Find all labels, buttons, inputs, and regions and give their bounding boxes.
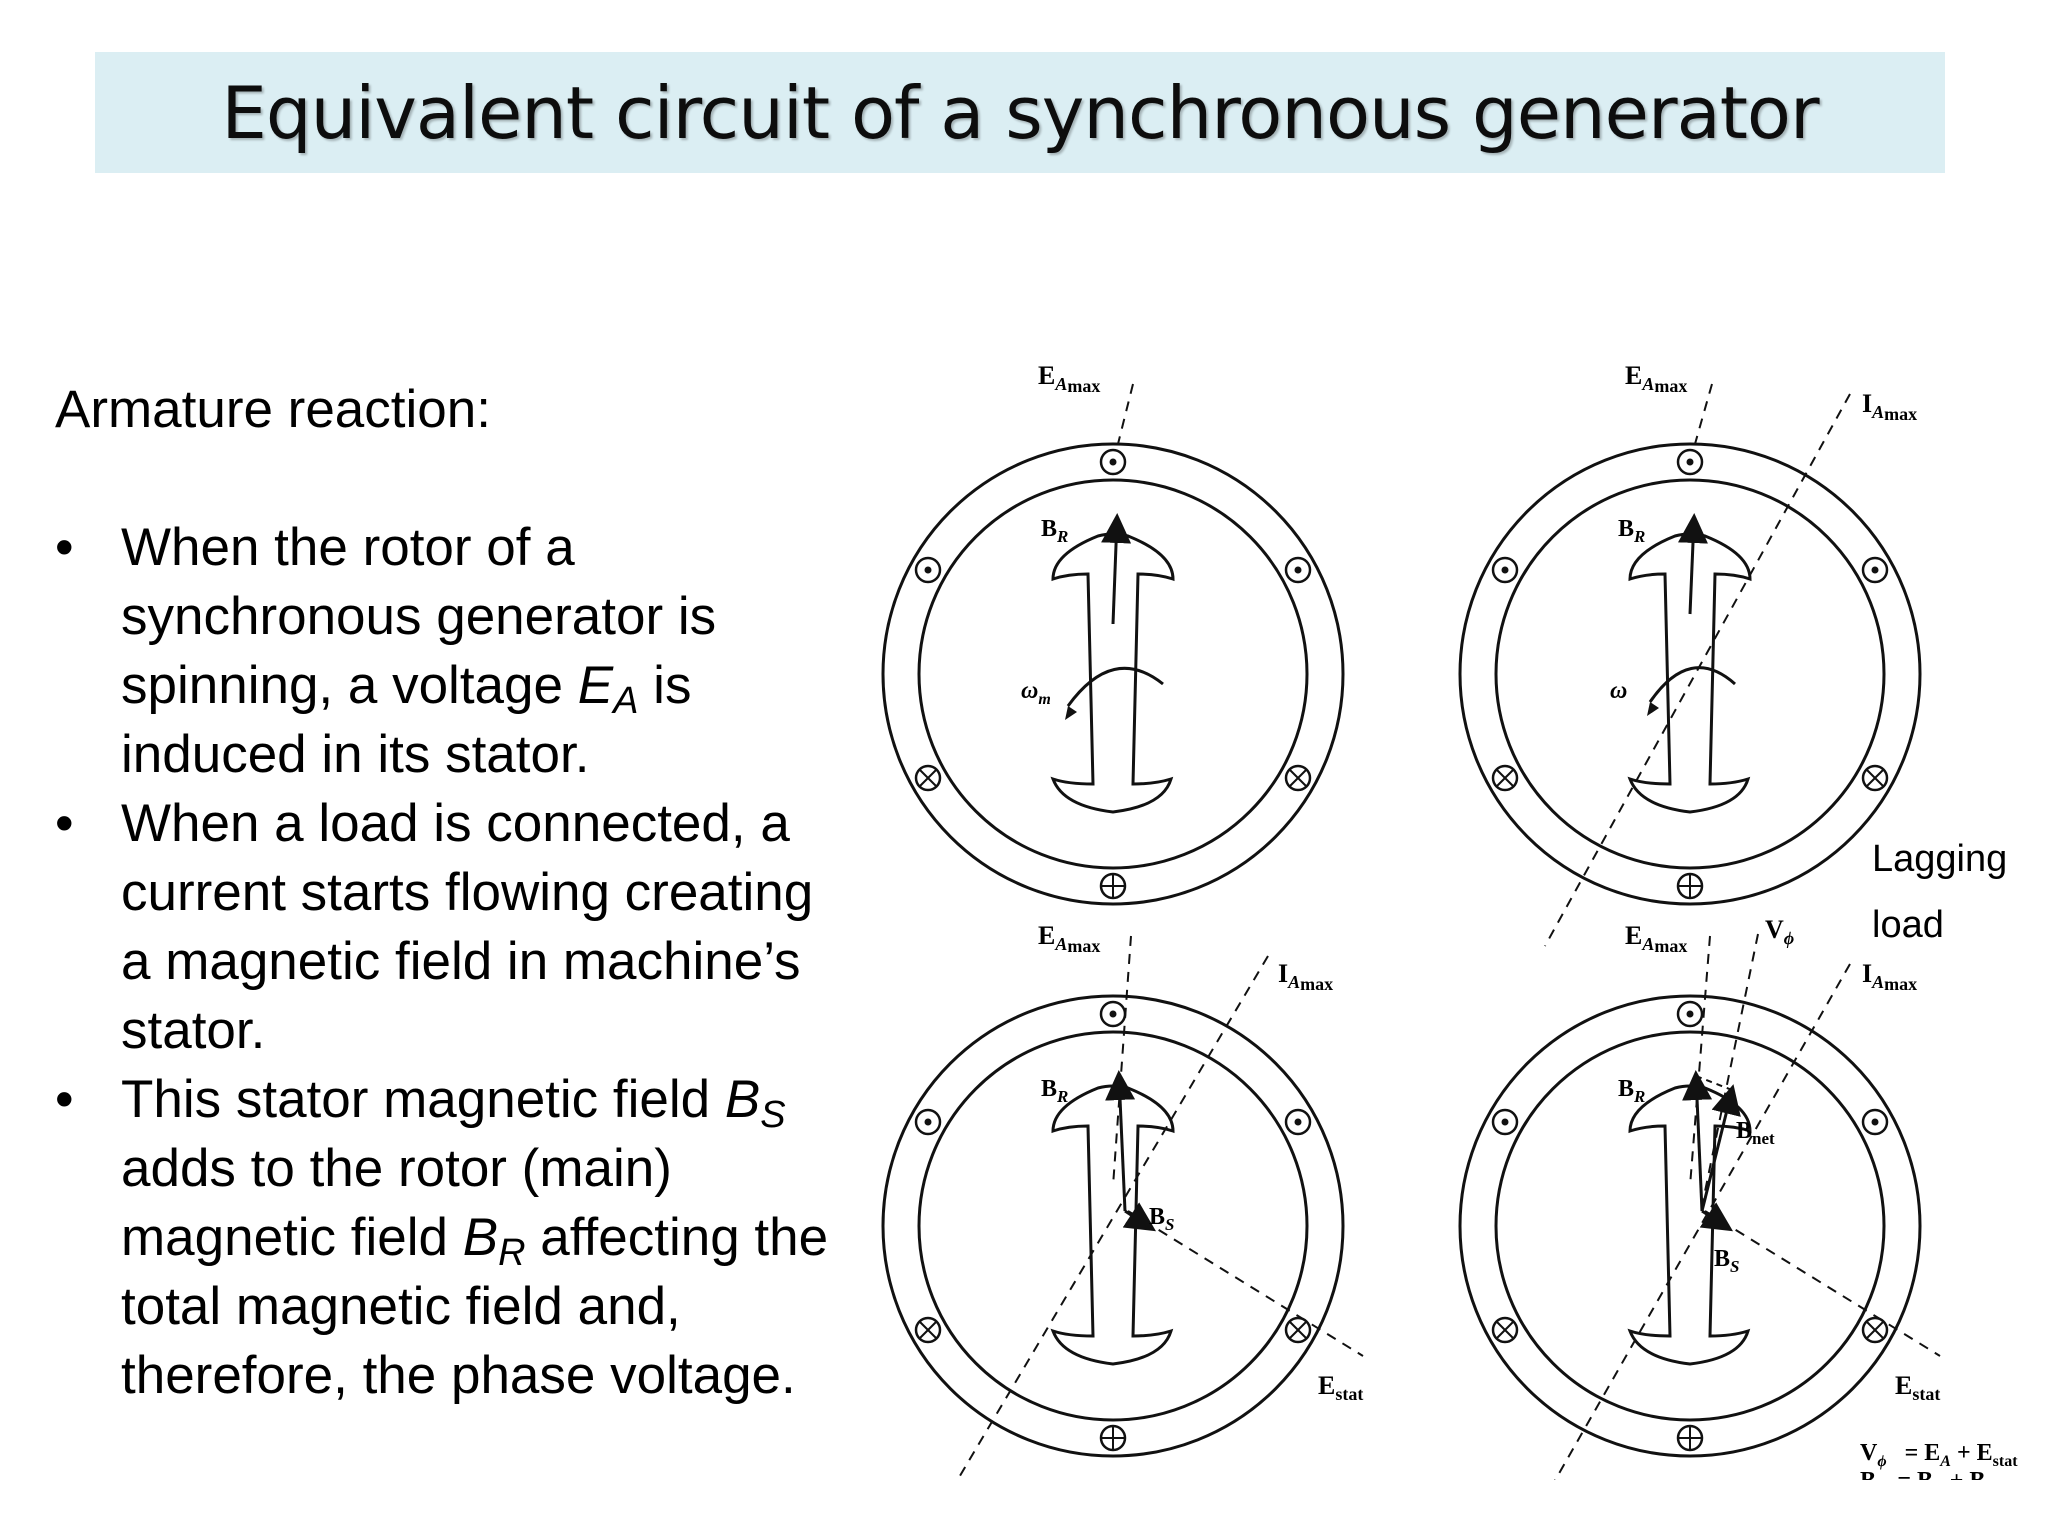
diagram-loaded-current: EAmax IAmax BR ω — [1458, 361, 1922, 947]
bullet-text: When the rotor of a synchronous generato… — [121, 518, 717, 784]
lagging-load-caption: Lagging load — [1872, 826, 2007, 958]
diagram-no-load: EAmax BR ωm — [881, 361, 1345, 906]
bullet-text: When a load is connected, a current star… — [121, 794, 814, 1060]
diagram-stator-field: EAmax IAmax BR BS Estat — [881, 921, 1364, 1480]
equation-vphi: Vϕ= EA + Estat — [1860, 1440, 2018, 1470]
ia-max-label: IAmax — [1862, 959, 1917, 994]
ea-max-label: EAmax — [1038, 361, 1100, 396]
bullet-item: • This stator magnetic field BS adds to … — [55, 1065, 855, 1410]
bullet-item: • When the rotor of a synchronous genera… — [55, 513, 855, 789]
br-label: BR — [1041, 516, 1068, 546]
bullet-list: • When the rotor of a synchronous genera… — [55, 513, 855, 1410]
bs-label: BS — [1149, 1204, 1174, 1234]
ea-max-label: EAmax — [1625, 921, 1687, 956]
bullet-marker: • — [55, 794, 74, 853]
bnet-label: Bnet — [1736, 1118, 1775, 1148]
ia-max-label: IAmax — [1278, 959, 1333, 994]
bullet-item: • When a load is connected, a current st… — [55, 789, 855, 1065]
caption-line: load — [1872, 904, 1944, 946]
br-label: BR — [1618, 516, 1645, 546]
vphi-label: Vϕ — [1765, 915, 1794, 948]
omega-m-label: ωm — [1021, 678, 1051, 708]
ea-max-label: EAmax — [1625, 361, 1687, 396]
title-bar: Equivalent circuit of a synchronous gene… — [95, 52, 1945, 173]
bullet-marker: • — [55, 518, 74, 577]
bullet-text: This stator magnetic field BS adds to th… — [121, 1070, 829, 1405]
section-heading: Armature reaction: — [55, 380, 491, 439]
bs-label: BS — [1714, 1246, 1739, 1276]
armature-reaction-diagrams: EAmax BR ωm EAmax IAmax BR ω EAmax IAmax… — [881, 361, 2018, 1480]
omega-label: ω — [1610, 678, 1627, 704]
br-label: BR — [1041, 1076, 1068, 1106]
equation-bnet: Bnet= BR + BS — [1860, 1468, 1994, 1480]
diagram-net-field: EAmax Vϕ IAmax BR Bnet BS Estat Vϕ= EA +… — [1458, 915, 2018, 1480]
estat-label: Estat — [1318, 1371, 1363, 1404]
ea-max-label: EAmax — [1038, 921, 1100, 956]
ia-max-label: IAmax — [1862, 389, 1917, 424]
caption-line: Lagging — [1872, 838, 2008, 880]
br-label: BR — [1618, 1076, 1645, 1106]
page-title: Equivalent circuit of a synchronous gene… — [221, 70, 1819, 155]
bullet-marker: • — [55, 1070, 74, 1129]
estat-label: Estat — [1895, 1371, 1940, 1404]
